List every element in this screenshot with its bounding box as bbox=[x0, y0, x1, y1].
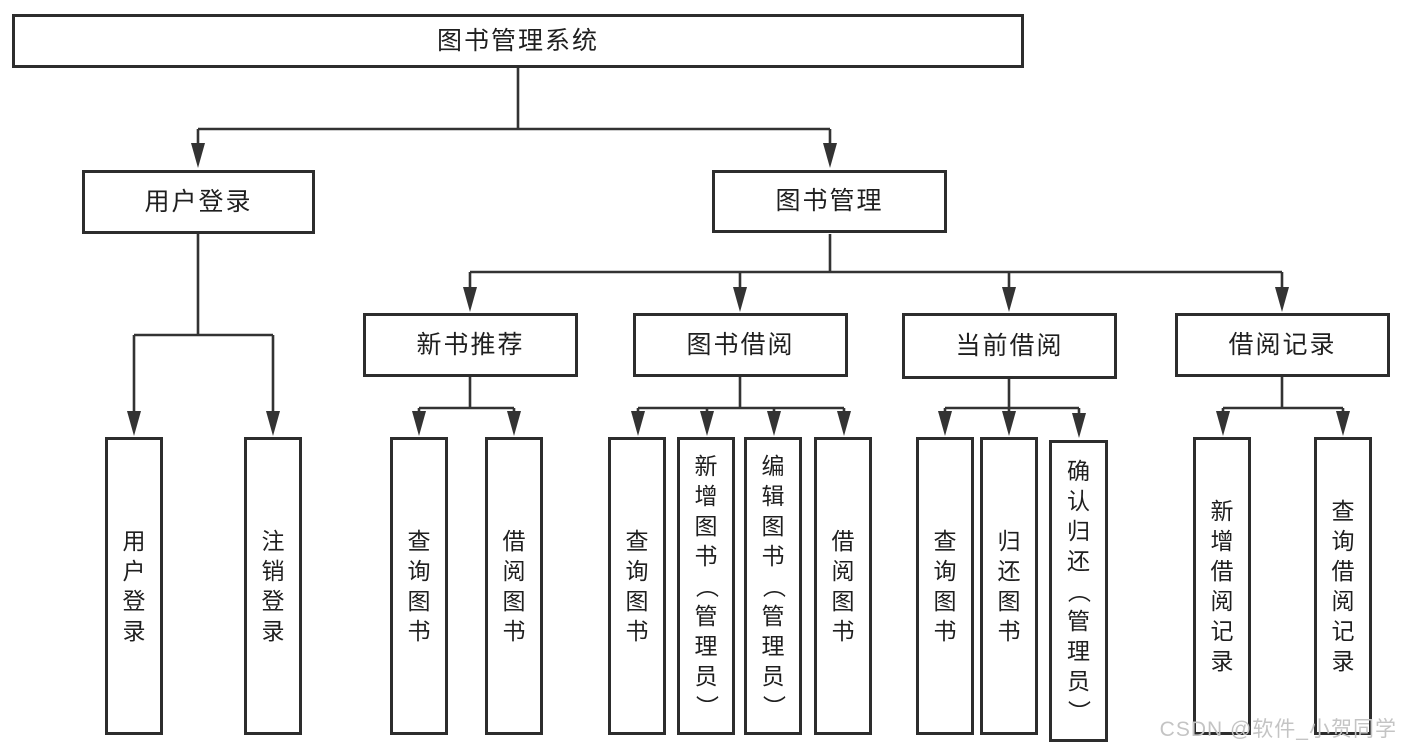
node-label: 当前借阅 bbox=[955, 331, 1064, 360]
connector-borrow-records bbox=[1216, 377, 1350, 436]
connector-user-login bbox=[127, 234, 280, 436]
node-label: 查询图书 bbox=[625, 527, 649, 644]
leaf-query-borrow-record: 查询借阅记录 bbox=[1314, 437, 1372, 735]
node-label: 确认归还（管理员） bbox=[1066, 457, 1092, 723]
leaf-borrow-books: 借阅图书 bbox=[814, 437, 872, 735]
node-label: 用户登录 bbox=[144, 187, 253, 216]
node-label: 图书管理系统 bbox=[436, 26, 599, 55]
node-root-system: 图书管理系统 bbox=[12, 14, 1024, 68]
connector-new-book-recommend bbox=[412, 377, 521, 436]
node-label: 注销登录 bbox=[261, 527, 285, 644]
node-label: 用户登录 bbox=[122, 527, 146, 644]
leaf-add-books-admin: 新增图书（管理员） bbox=[677, 437, 735, 735]
leaf-query-books-borrow: 查询图书 bbox=[608, 437, 666, 735]
leaf-user-login: 用户登录 bbox=[105, 437, 163, 735]
leaf-return-books: 归还图书 bbox=[980, 437, 1038, 735]
leaf-logout: 注销登录 bbox=[244, 437, 302, 735]
node-book-borrow: 图书借阅 bbox=[633, 313, 848, 377]
node-current-borrow: 当前借阅 bbox=[902, 313, 1117, 379]
connector-root bbox=[191, 68, 837, 168]
node-user-login: 用户登录 bbox=[82, 170, 315, 234]
leaf-confirm-return-admin: 确认归还（管理员） bbox=[1049, 440, 1108, 742]
node-label: 借阅记录 bbox=[1228, 330, 1337, 359]
node-label: 图书管理 bbox=[775, 187, 884, 215]
node-borrow-records: 借阅记录 bbox=[1175, 313, 1390, 377]
node-book-management: 图书管理 bbox=[712, 170, 947, 233]
node-new-book-recommend: 新书推荐 bbox=[363, 313, 578, 377]
node-label: 借阅图书 bbox=[502, 527, 526, 644]
node-label: 归还图书 bbox=[997, 527, 1021, 644]
node-label: 编辑图书（管理员） bbox=[760, 452, 787, 718]
connector-current-borrow bbox=[938, 377, 1086, 438]
node-label: 图书借阅 bbox=[686, 330, 795, 359]
node-label: 查询图书 bbox=[933, 527, 957, 644]
leaf-query-books-recommend: 查询图书 bbox=[390, 437, 448, 735]
connector-book-management bbox=[463, 234, 1289, 312]
leaf-borrow-books-recommend: 借阅图书 bbox=[485, 437, 543, 735]
node-label: 新书推荐 bbox=[416, 330, 525, 359]
csdn-watermark: CSDN @软件_小贺同学 bbox=[1159, 718, 1397, 741]
leaf-query-books-current: 查询图书 bbox=[916, 437, 974, 735]
leaf-edit-books-admin: 编辑图书（管理员） bbox=[744, 437, 802, 735]
leaf-add-borrow-record: 新增借阅记录 bbox=[1193, 437, 1251, 735]
node-label: 查询借阅记录 bbox=[1331, 497, 1355, 674]
node-label: 借阅图书 bbox=[831, 527, 855, 644]
node-label: 查询图书 bbox=[407, 527, 431, 644]
node-label: 新增借阅记录 bbox=[1210, 497, 1234, 674]
connector-book-borrow bbox=[631, 377, 851, 436]
node-label: 新增图书（管理员） bbox=[693, 452, 720, 718]
